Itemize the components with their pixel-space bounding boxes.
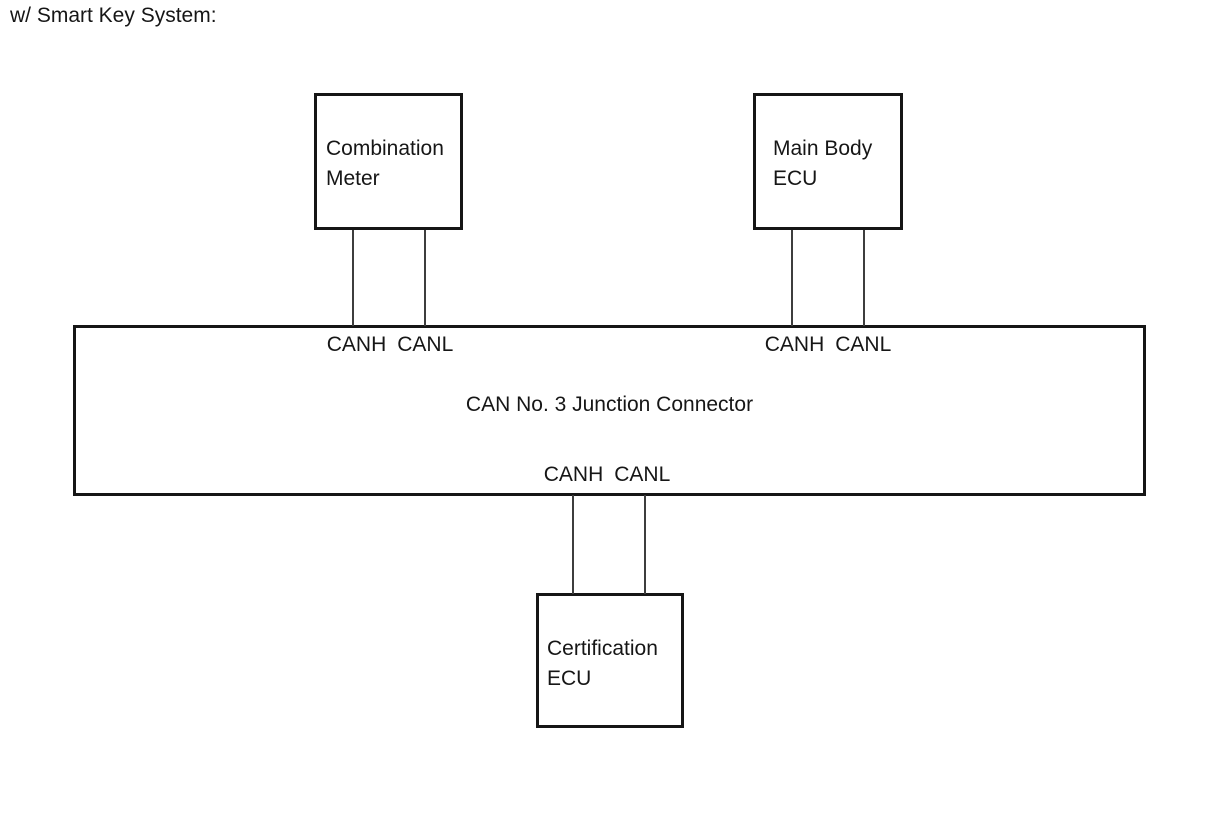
node-combination-meter: Combination Meter (314, 93, 463, 230)
node-main-body-ecu-label: Main Body ECU (773, 137, 873, 190)
canh-wire-certification-ecu (572, 495, 574, 594)
port-labels-main-body-ecu: CANH CANL (765, 333, 892, 357)
canh-wire-main-body-ecu (791, 230, 793, 326)
node-combination-meter-label: Combination Meter (326, 137, 444, 190)
canh-port-label: CANH (543, 463, 604, 486)
canl-wire-main-body-ecu (863, 230, 865, 326)
port-labels-combination-meter: CANH CANL (327, 333, 454, 357)
canl-port-label: CANL (835, 333, 892, 356)
canl-wire-combination-meter (424, 230, 426, 326)
canl-port-label: CANL (614, 463, 671, 486)
canl-wire-certification-ecu (644, 495, 646, 594)
port-labels-certification-ecu: CANH CANL (544, 463, 671, 487)
node-junction-connector-label: CAN No. 3 Junction Connector (465, 393, 754, 416)
node-junction-connector (73, 325, 1146, 496)
canh-wire-combination-meter (352, 230, 354, 326)
diagram-title: w/ Smart Key System: (10, 4, 217, 27)
node-certification-ecu: Certification ECU (536, 593, 684, 728)
canl-port-label: CANL (397, 333, 454, 356)
canh-port-label: CANH (326, 333, 387, 356)
node-main-body-ecu: Main Body ECU (753, 93, 903, 230)
node-certification-ecu-label: Certification ECU (547, 637, 658, 690)
canh-port-label: CANH (764, 333, 825, 356)
